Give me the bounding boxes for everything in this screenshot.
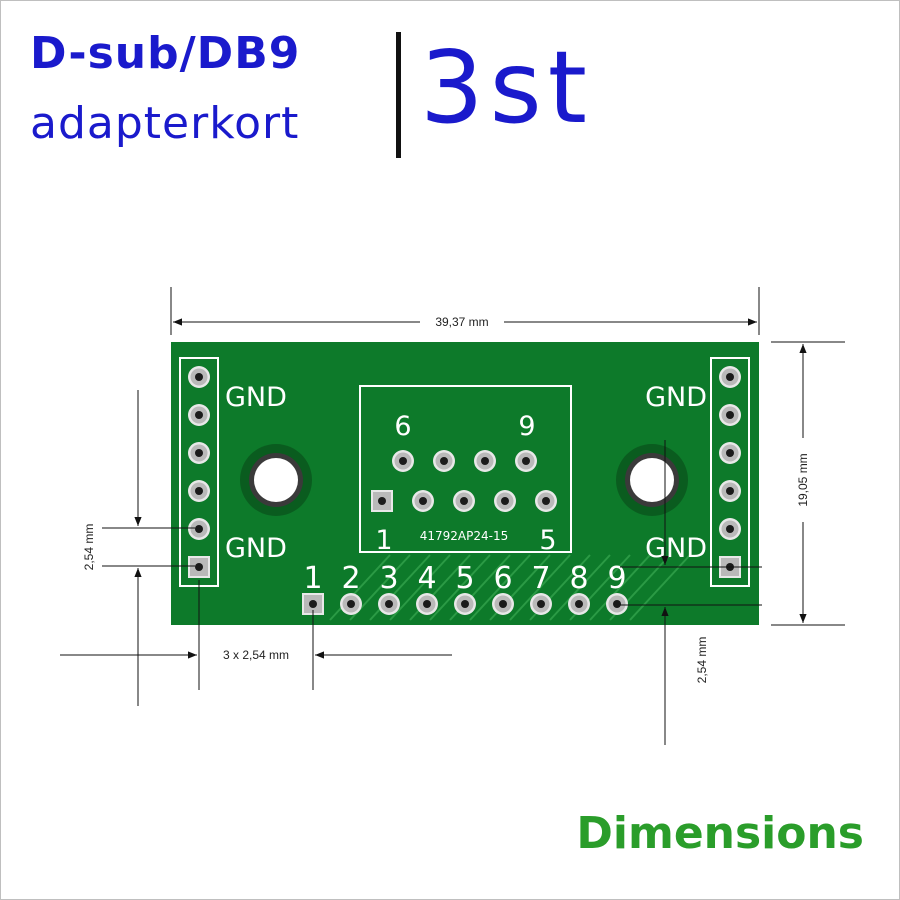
left-header-pad bbox=[188, 518, 210, 540]
pin-row-pad bbox=[492, 593, 514, 615]
title-line-2: adapterkort bbox=[30, 98, 300, 149]
dimension-lines bbox=[60, 287, 845, 745]
dimensions-label: Dimensions bbox=[576, 808, 864, 859]
left-header-pad bbox=[188, 442, 210, 464]
hatch-line bbox=[549, 554, 611, 621]
left-header-pad bbox=[188, 480, 210, 502]
connector-pad bbox=[392, 450, 414, 472]
connector-pads bbox=[371, 450, 557, 512]
pin-row-pad bbox=[302, 593, 324, 615]
pin-row-pad bbox=[606, 593, 628, 615]
left-header-pad bbox=[188, 556, 210, 578]
hatch-line bbox=[429, 554, 491, 621]
connector-label-6: 6 bbox=[394, 411, 411, 442]
connector-pad bbox=[535, 490, 557, 512]
pin-row-pad bbox=[454, 593, 476, 615]
mounting-hole-right bbox=[616, 444, 688, 516]
pin-number-label: 2 bbox=[341, 561, 360, 596]
quantity-label: 3st bbox=[420, 29, 593, 146]
pin-number-label: 1 bbox=[303, 561, 322, 596]
title-line-1: D-sub/DB9 bbox=[30, 28, 301, 79]
pin-number-label: 9 bbox=[607, 561, 626, 596]
pin-row-pad bbox=[416, 593, 438, 615]
left-header-pad bbox=[188, 366, 210, 388]
hatch-line bbox=[509, 554, 571, 621]
gnd-label-bottom-left: GND bbox=[225, 533, 287, 564]
pin-number-label: 6 bbox=[493, 561, 512, 596]
connector-label-9: 9 bbox=[518, 411, 535, 442]
hatch-line bbox=[629, 554, 691, 621]
connector-label-1: 1 bbox=[375, 525, 392, 556]
dimension-height-label: 19,05 mm bbox=[796, 453, 810, 506]
pin-number-label: 7 bbox=[531, 561, 550, 596]
dimension-pitch-left-label: 2,54 mm bbox=[82, 524, 96, 571]
right-header-pad bbox=[719, 404, 741, 426]
pin-number-label: 5 bbox=[455, 561, 474, 596]
gnd-label-top-left: GND bbox=[225, 382, 287, 413]
part-number: 41792AP24-15 bbox=[420, 529, 509, 543]
right-header-outline bbox=[710, 357, 750, 587]
dimension-offset-label: 3 x 2,54 mm bbox=[223, 648, 289, 662]
pin-row-pads bbox=[302, 593, 628, 615]
right-header-pad bbox=[719, 480, 741, 502]
hatch-line bbox=[469, 554, 531, 621]
connector-pad bbox=[412, 490, 434, 512]
title-divider bbox=[396, 32, 401, 158]
gnd-label-top-right: GND bbox=[645, 382, 707, 413]
left-header-pad bbox=[188, 404, 210, 426]
connector-pad bbox=[494, 490, 516, 512]
connector-pad bbox=[515, 450, 537, 472]
mounting-hole-left bbox=[240, 444, 312, 516]
connector-pad bbox=[453, 490, 475, 512]
hatch-line bbox=[329, 554, 391, 621]
pin-row-pad bbox=[378, 593, 400, 615]
right-header-pad bbox=[719, 442, 741, 464]
left-header-pads bbox=[188, 366, 210, 578]
pin-number-label: 4 bbox=[417, 561, 436, 596]
dimension-pitch-right-label: 2,54 mm bbox=[695, 637, 709, 684]
pin-number-label: 8 bbox=[569, 561, 588, 596]
connector-pad bbox=[433, 450, 455, 472]
connector-pad bbox=[371, 490, 393, 512]
hatch-line bbox=[389, 554, 451, 621]
pin-row-pad bbox=[530, 593, 552, 615]
hatch-line bbox=[589, 554, 651, 621]
connector-label-5: 5 bbox=[539, 525, 556, 556]
right-header-pad bbox=[719, 366, 741, 388]
gnd-label-bottom-right: GND bbox=[645, 533, 707, 564]
pin-number-label: 3 bbox=[379, 561, 398, 596]
connector-pad bbox=[474, 450, 496, 472]
right-header-pad bbox=[719, 518, 741, 540]
dimension-width-label: 39,37 mm bbox=[435, 315, 488, 329]
pin-row-pad bbox=[340, 593, 362, 615]
connector-outline bbox=[359, 385, 572, 553]
pin-row-pad bbox=[568, 593, 590, 615]
